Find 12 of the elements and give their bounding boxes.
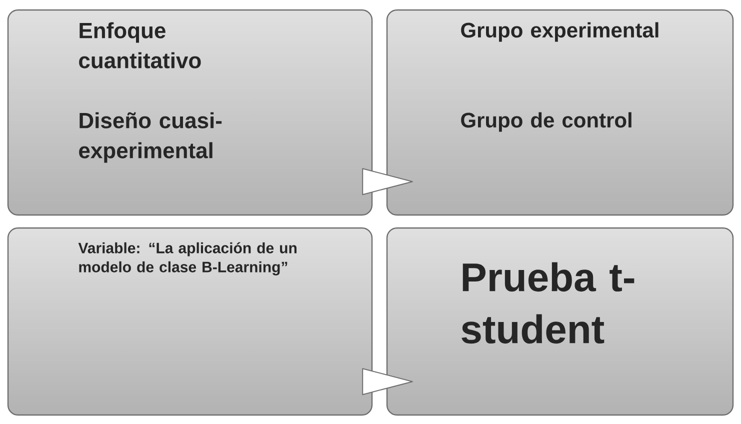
- rounded-box: [7, 9, 373, 216]
- rounded-box: [386, 9, 734, 216]
- box-text: Enfoque cuantitativo: [79, 22, 201, 68]
- box-text: Variable: “La aplicación de un modelo de clase B-Learning”: [78, 242, 296, 276]
- box-text: Prueba t-student: [462, 262, 634, 344]
- rounded-box: [7, 227, 373, 416]
- box-text: Diseño cuasi-experimental: [79, 112, 222, 163]
- chevron-arrow: [362, 168, 413, 196]
- box-text: Grupo experimental: [461, 22, 658, 42]
- box-text: Grupo de control: [461, 112, 632, 132]
- chevron-arrow: [362, 368, 413, 396]
- rounded-box: [386, 227, 734, 416]
